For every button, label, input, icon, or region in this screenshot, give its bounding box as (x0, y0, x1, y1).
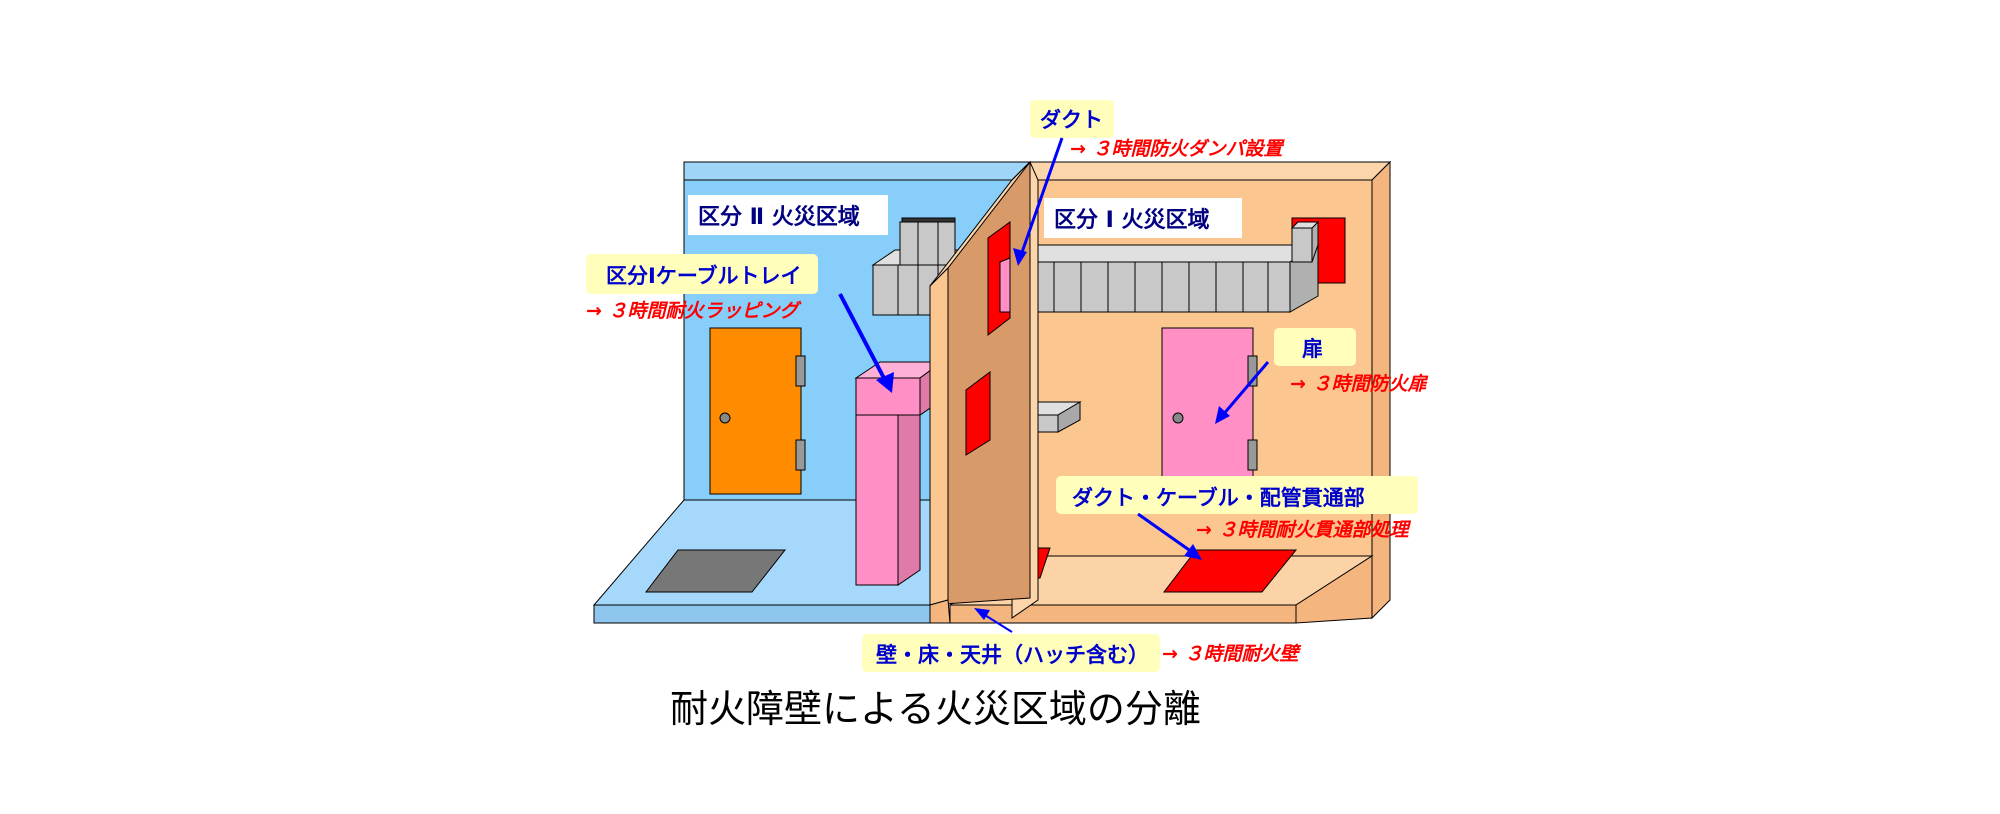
fire-door-knob (1172, 412, 1184, 424)
division2-floor-edge (593, 604, 931, 624)
callout-penetration-label: ダクト・ケーブル・配管貫通部 (1072, 486, 1365, 510)
division1-duct (998, 220, 1320, 313)
callout-cable-tray-measure: → ３時間耐火ラッピング (586, 300, 802, 322)
callout-door-label: 扉 (1302, 337, 1323, 361)
callout-penetration: ダクト・ケーブル・配管貫通部 → ３時間耐火貫通部処理 (1056, 476, 1418, 560)
division2-door (709, 327, 802, 495)
fire-door (1161, 327, 1254, 495)
division1-wall-top (1010, 161, 1392, 181)
callout-door: 扉 → ３時間防火扉 (1215, 328, 1429, 424)
division2-door-hinge-top (795, 355, 806, 387)
callout-duct-measure: → ３時間防火ダンパ設置 (1070, 138, 1286, 160)
barrier-duct-end (999, 257, 1011, 313)
callout-duct: ダクト → ３時間防火ダンパ設置 (1013, 100, 1286, 266)
fire-barrier-wall (929, 160, 1039, 624)
svg-text:区分 Ⅱ 火災区域: 区分 Ⅱ 火災区域 (698, 204, 860, 230)
division2-door-hinge-bottom (795, 439, 806, 471)
callout-barrier-measure: → ３時間耐火壁 (1162, 643, 1302, 665)
barrier-riser-penetration (965, 371, 991, 456)
division2-door-knob (719, 412, 731, 424)
zone-label-division2: 区分 Ⅱ 火災区域 (688, 195, 888, 235)
callout-penetration-measure: → ３時間耐火貫通部処理 (1196, 519, 1412, 541)
division2-wall-top (683, 161, 1032, 181)
callout-barrier: 壁・床・天井（ハッチ含む） → ３時間耐火壁 (862, 608, 1302, 672)
division1-floor-edge (949, 604, 1297, 624)
callout-cable-tray: 区分Ⅰケーブルトレイ → ３時間耐火ラッピング (586, 254, 894, 393)
floor-hatch (644, 549, 787, 593)
svg-text:区分 Ⅰ 火災区域: 区分 Ⅰ 火災区域 (1054, 207, 1210, 233)
callout-cable-tray-label: 区分Ⅰケーブルトレイ (606, 264, 802, 288)
fire-door-hinge-bottom (1247, 439, 1258, 471)
zone-label-division1: 区分 Ⅰ 火災区域 (1044, 198, 1242, 238)
callout-duct-label: ダクト (1040, 108, 1103, 132)
callout-barrier-label: 壁・床・天井（ハッチ含む） (876, 643, 1149, 667)
floor-penetration (1162, 549, 1298, 593)
callout-door-measure: → ３時間防火扉 (1290, 373, 1429, 395)
fire-door-hinge-top (1247, 355, 1258, 387)
diagram-caption: 耐火障壁による火災区域の分離 (670, 687, 1201, 731)
